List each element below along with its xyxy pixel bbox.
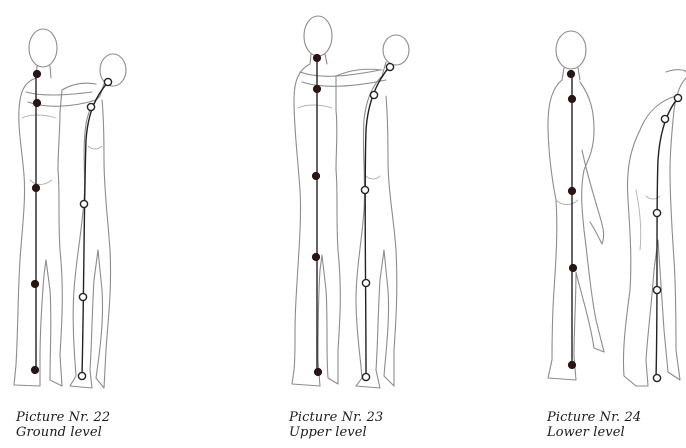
caption-23-subtitle: Upper level [289, 425, 383, 440]
panel-23-illustration [292, 16, 409, 388]
caption-22-subtitle: Ground level [16, 425, 110, 440]
panel-23-front-figure [356, 35, 409, 388]
caption-22-title: Picture Nr. 22 [16, 410, 110, 425]
caption-picture-22: Picture Nr. 22 Ground level [16, 410, 110, 440]
panel-24-illustration [548, 31, 686, 386]
panel-24-left-figure [548, 31, 604, 380]
panel-22-illustration [14, 29, 126, 388]
caption-24-title: Picture Nr. 24 [547, 410, 641, 425]
panel-24-right-figure [623, 70, 686, 386]
caption-23-title: Picture Nr. 23 [289, 410, 383, 425]
panel-23-back-figure [292, 16, 386, 386]
caption-picture-24: Picture Nr. 24 Lower level [547, 410, 641, 440]
caption-picture-23: Picture Nr. 23 Upper level [289, 410, 383, 440]
caption-24-subtitle: Lower level [547, 425, 641, 440]
